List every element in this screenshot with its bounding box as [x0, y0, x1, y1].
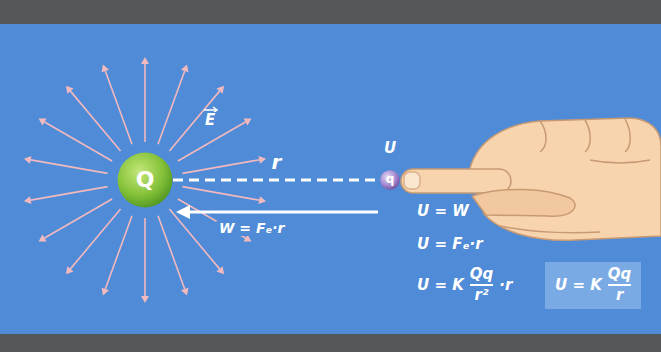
fraction-bar	[608, 284, 632, 286]
field-arrowhead	[181, 288, 189, 296]
formula-box: U = K Qq r	[545, 262, 641, 309]
field-label: E	[202, 112, 218, 129]
formula-text: U = K	[555, 277, 602, 294]
formula-numerator: Qq	[608, 266, 632, 283]
fraction: Qq r	[608, 266, 632, 305]
work-label: W = Fₑ·r	[216, 220, 287, 236]
circle-fill	[118, 153, 173, 208]
field-arrowhead	[24, 196, 32, 204]
distance-connector	[173, 180, 380, 181]
formula-denominator: r	[616, 287, 623, 304]
field-arrowhead	[259, 156, 267, 164]
top-bar	[0, 0, 661, 24]
field-line	[144, 218, 146, 296]
field-line	[158, 216, 185, 289]
dashed-line	[173, 179, 380, 182]
equation: ·r	[499, 277, 512, 294]
field-arrowhead	[216, 266, 224, 274]
test-charge: q	[380, 170, 400, 190]
field-arrowhead	[38, 119, 46, 126]
field-arrowhead	[38, 235, 46, 242]
charge-label: Q	[136, 167, 155, 192]
field-arrowhead	[102, 64, 110, 72]
field-arrowhead	[102, 288, 110, 296]
equation: U = K	[417, 277, 464, 294]
field-arrowhead	[243, 119, 251, 126]
field-line	[144, 64, 146, 142]
field-line	[45, 199, 113, 238]
field-arrowhead	[141, 296, 149, 303]
field-line	[31, 187, 108, 201]
fraction-denominator: r²	[475, 287, 489, 304]
hand	[401, 118, 661, 240]
field-arrowhead	[66, 86, 74, 94]
field-arrowhead	[141, 57, 149, 64]
circle-fill	[380, 170, 400, 190]
field-line	[70, 91, 120, 151]
fraction-numerator: Qq	[470, 266, 494, 283]
field-arrowhead	[24, 156, 32, 164]
fraction-bar	[470, 284, 494, 286]
field-line	[105, 71, 132, 144]
field-line	[169, 209, 219, 269]
field-line	[182, 187, 259, 201]
field-line	[31, 160, 108, 174]
fraction: Qq r²	[470, 266, 494, 305]
equation: U = W	[417, 203, 469, 220]
work-arrow	[176, 205, 378, 219]
energy-label: U	[384, 140, 396, 157]
field-line	[105, 216, 132, 289]
field-arrowhead	[259, 196, 267, 204]
equation: U = Fₑ·r	[417, 236, 483, 253]
source-charge: Q	[117, 152, 173, 208]
bottom-bar	[0, 334, 661, 352]
field-arrowhead	[216, 86, 224, 94]
field-line	[182, 160, 259, 174]
charge-label: q	[386, 173, 395, 187]
field-line	[158, 71, 185, 144]
equation-row: U = K Qq r² ·r	[417, 266, 512, 305]
edge-label: r	[269, 151, 285, 174]
field-arrowhead	[66, 266, 74, 274]
field-arrowhead	[181, 64, 189, 72]
